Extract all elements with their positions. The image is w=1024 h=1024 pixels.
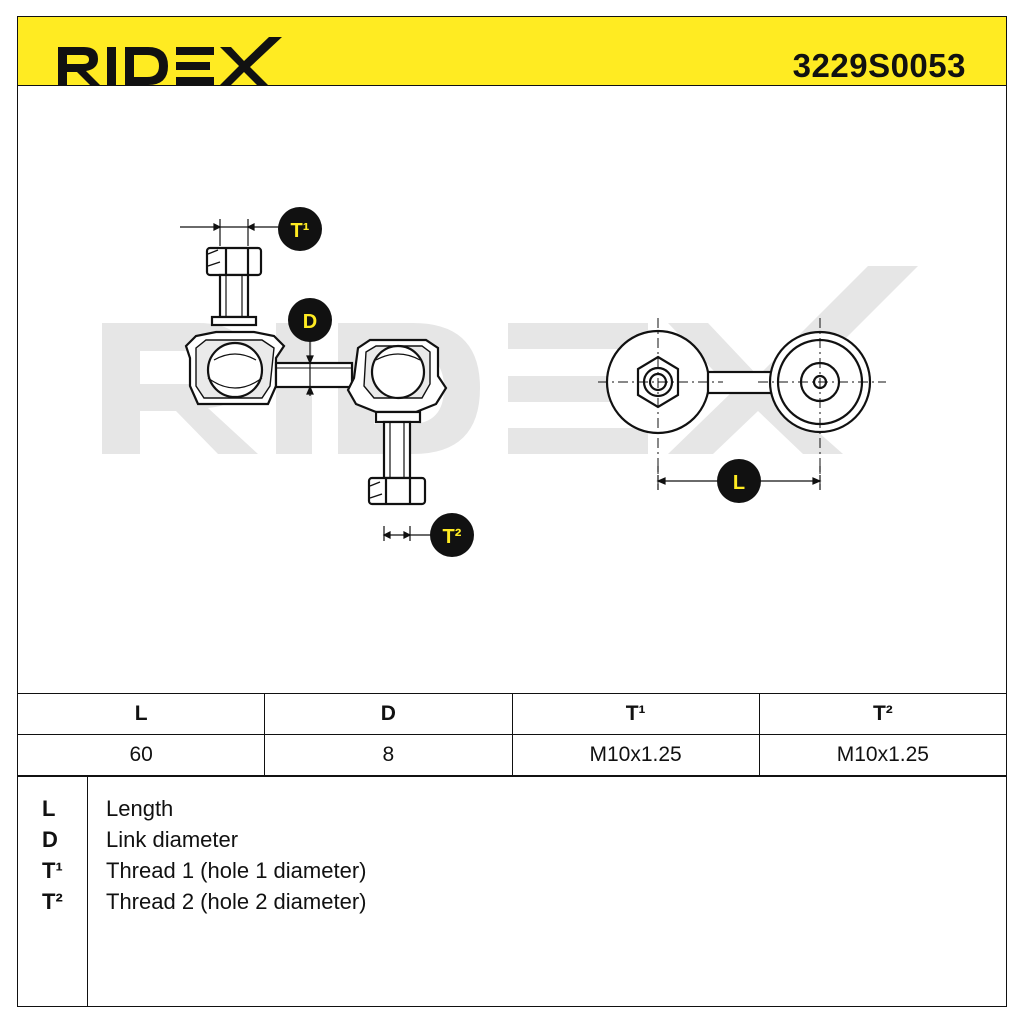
header-bar: 3229S0053	[17, 16, 1007, 86]
ridex-logo	[58, 37, 282, 85]
svg-text:T¹: T¹	[291, 220, 310, 242]
legend-key-t1: T¹	[42, 858, 63, 883]
side-view-link	[184, 246, 448, 506]
legend-desc-l: Length	[106, 796, 174, 821]
spec-value-row: 60 8 M10x1.25 M10x1.25	[16, 734, 1008, 776]
legend-key-d: D	[42, 827, 58, 852]
legend-desc-t1: Thread 1 (hole 1 diameter)	[106, 858, 367, 883]
svg-text:D: D	[303, 311, 317, 333]
legend-key-t2: T²	[42, 889, 63, 914]
top-view-centerlines	[598, 318, 886, 488]
technical-drawing: T¹ D T² L	[102, 207, 918, 557]
spec-value-l: 60	[16, 734, 266, 776]
legend-key-l: L	[42, 796, 56, 821]
spec-value-t2: M10x1.25	[758, 734, 1008, 776]
legend-desc-t2: Thread 2 (hole 2 diameter)	[106, 889, 367, 914]
l-badge: L	[717, 459, 761, 503]
spec-header-t2: T²	[758, 693, 1008, 735]
spec-value-t1: M10x1.25	[511, 734, 760, 776]
spec-table: L D T¹ T² 60 8 M10x1.25 M10x1.25	[16, 693, 1008, 776]
spec-header-t1: T¹	[511, 693, 760, 735]
legend-key-column	[18, 777, 88, 1006]
side-view-dimensions	[180, 219, 442, 541]
svg-text:L: L	[733, 472, 745, 494]
legend-desc-d: Link diameter	[106, 827, 239, 852]
t1-badge: T¹	[278, 207, 322, 251]
spec-header-d: D	[264, 693, 513, 735]
svg-text:T²: T²	[443, 526, 462, 548]
spec-header-l: L	[16, 693, 266, 735]
legend: L Length D Link diameter T¹ Thread 1 (ho…	[17, 776, 1007, 1007]
d-badge: D	[288, 298, 332, 342]
spec-value-d: 8	[264, 734, 513, 776]
part-number: 3229S0053	[792, 47, 966, 84]
spec-header-row: L D T¹ T²	[16, 693, 1008, 735]
t2-badge: T²	[430, 513, 474, 557]
